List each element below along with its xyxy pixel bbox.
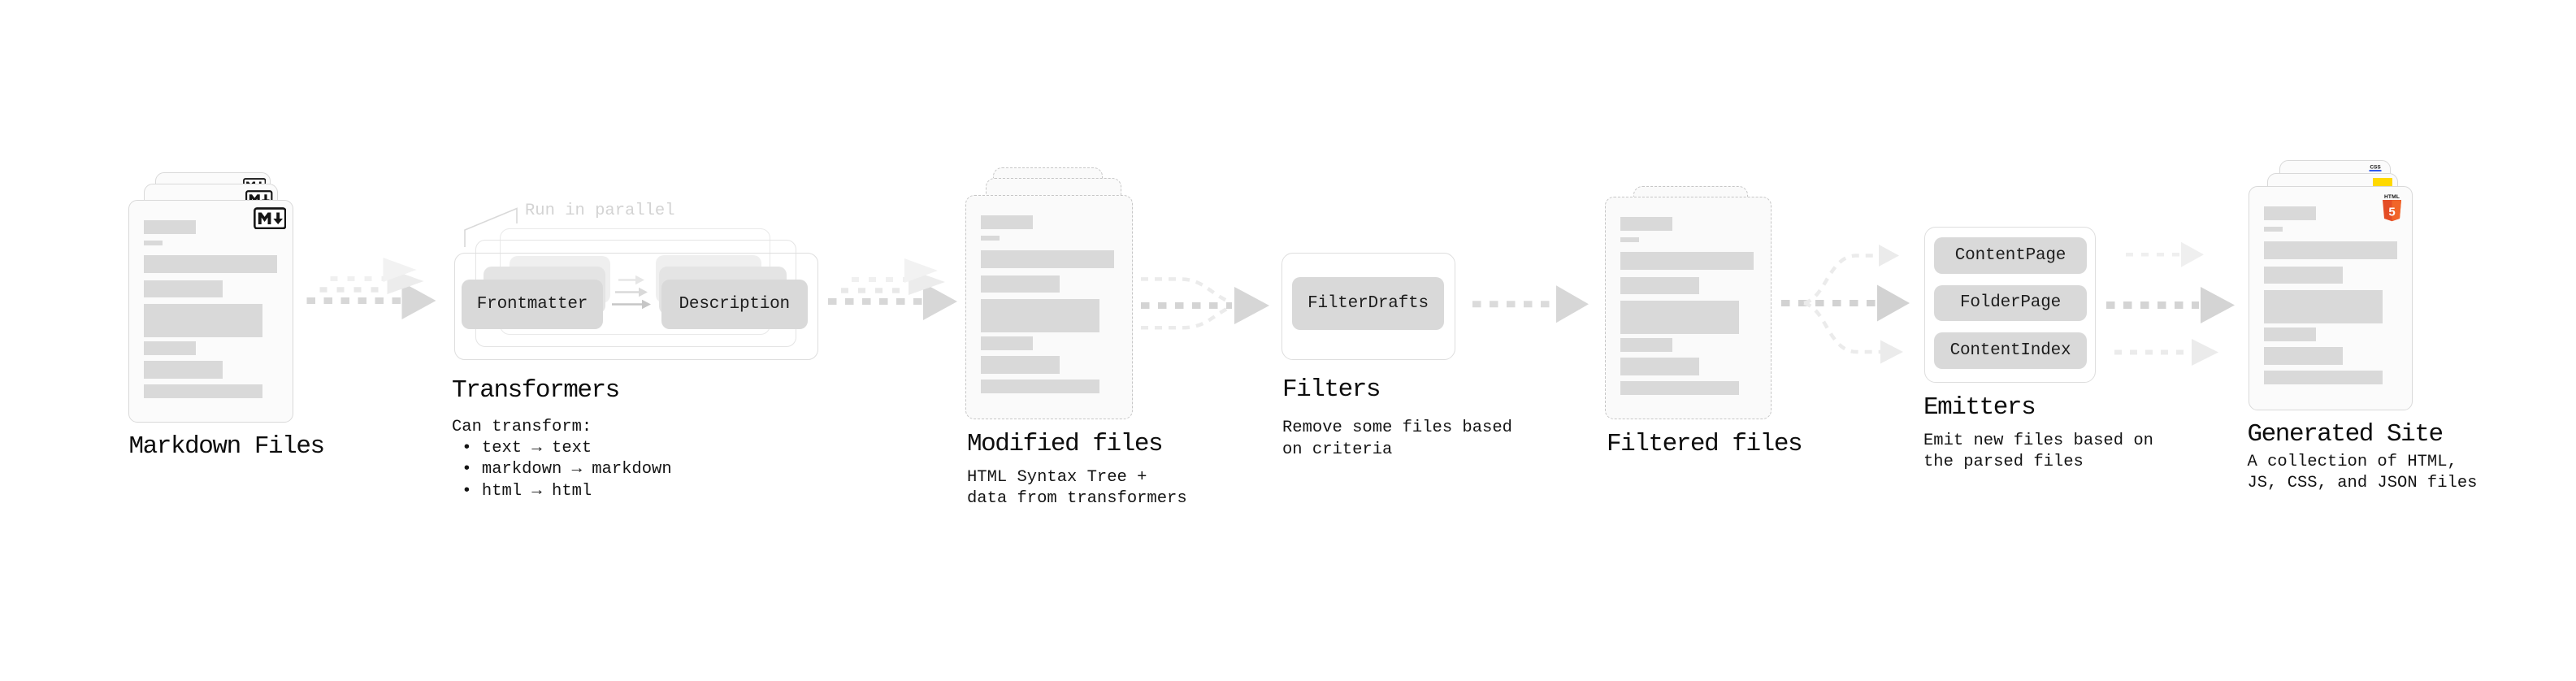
svg-text:CSS: CSS [2370, 165, 2381, 171]
svg-text:5: 5 [2388, 205, 2395, 219]
svg-text:HTML: HTML [2384, 193, 2400, 199]
